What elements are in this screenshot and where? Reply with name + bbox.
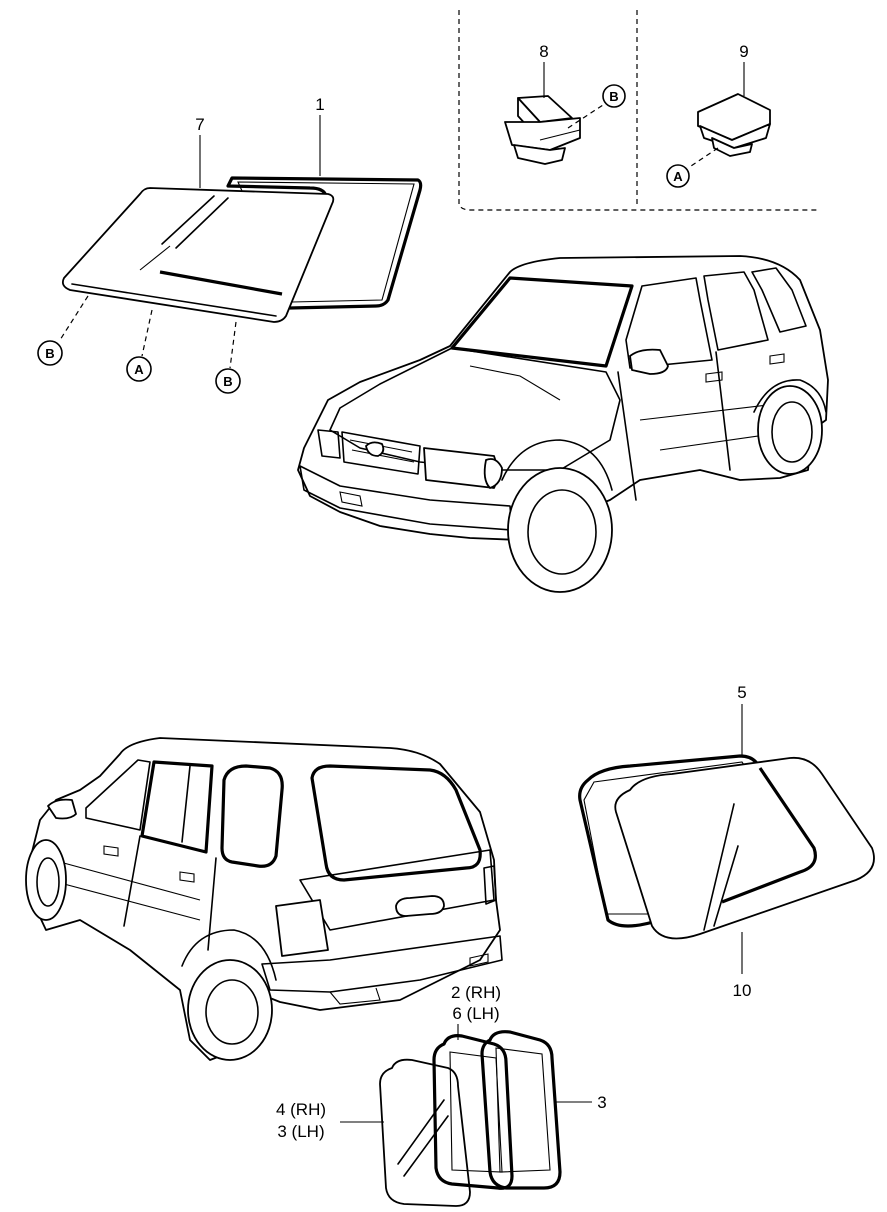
ref-circle-b-clip: B [602,84,626,108]
callout-4-3: 4 (RH) 3 (LH) [276,1100,384,1141]
rear-window-glass [614,756,875,940]
callout-2-rh-label: 2 (RH) [451,983,501,1002]
ref-a-clip-label: A [673,169,683,184]
callout-1: 1 [315,95,325,176]
callout-5-label: 5 [737,683,746,702]
callout-4-rh-label: 4 (RH) [276,1100,326,1119]
ref-b-left-label: B [45,346,54,361]
ref-circle-a-clip: A [666,164,690,188]
callout-3: 3 [556,1093,607,1112]
ref-b-right-label: B [223,374,232,389]
ref-b-clip-label: B [609,89,618,104]
windshield-glass [61,187,335,323]
ref-circle-a-mid: A [126,356,152,382]
callout-10-label: 10 [733,981,752,1000]
clip-detail-box [458,10,820,211]
ref-circle-b-right: B [215,368,241,394]
vehicle-front-view [297,255,829,593]
clip-8 [504,95,604,165]
callout-8: 8 [539,42,549,98]
callout-7-label: 7 [195,115,204,134]
callout-3-label: 3 [597,1093,606,1112]
quarter-window-glass [379,1058,471,1207]
ref-leaders-windshield [59,295,237,369]
callout-7: 7 [195,115,205,188]
clip-9 [687,93,771,169]
ref-circle-b-left: B [37,340,63,366]
callout-2-6: 2 (RH) 6 (LH) [451,983,501,1040]
callout-5: 5 [737,683,747,756]
callout-9-label: 9 [739,42,748,61]
ref-a-mid-label: A [134,362,144,377]
callout-10: 10 [733,932,752,1000]
callout-3-lh-label: 3 (LH) [277,1122,324,1141]
callout-8-label: 8 [539,42,548,61]
callout-6-lh-label: 6 (LH) [452,1004,499,1023]
callout-9: 9 [739,42,749,96]
quarter-window-moulding-rear [480,1030,562,1190]
vehicle-rear-view [25,737,503,1061]
callout-1-label: 1 [315,95,324,114]
